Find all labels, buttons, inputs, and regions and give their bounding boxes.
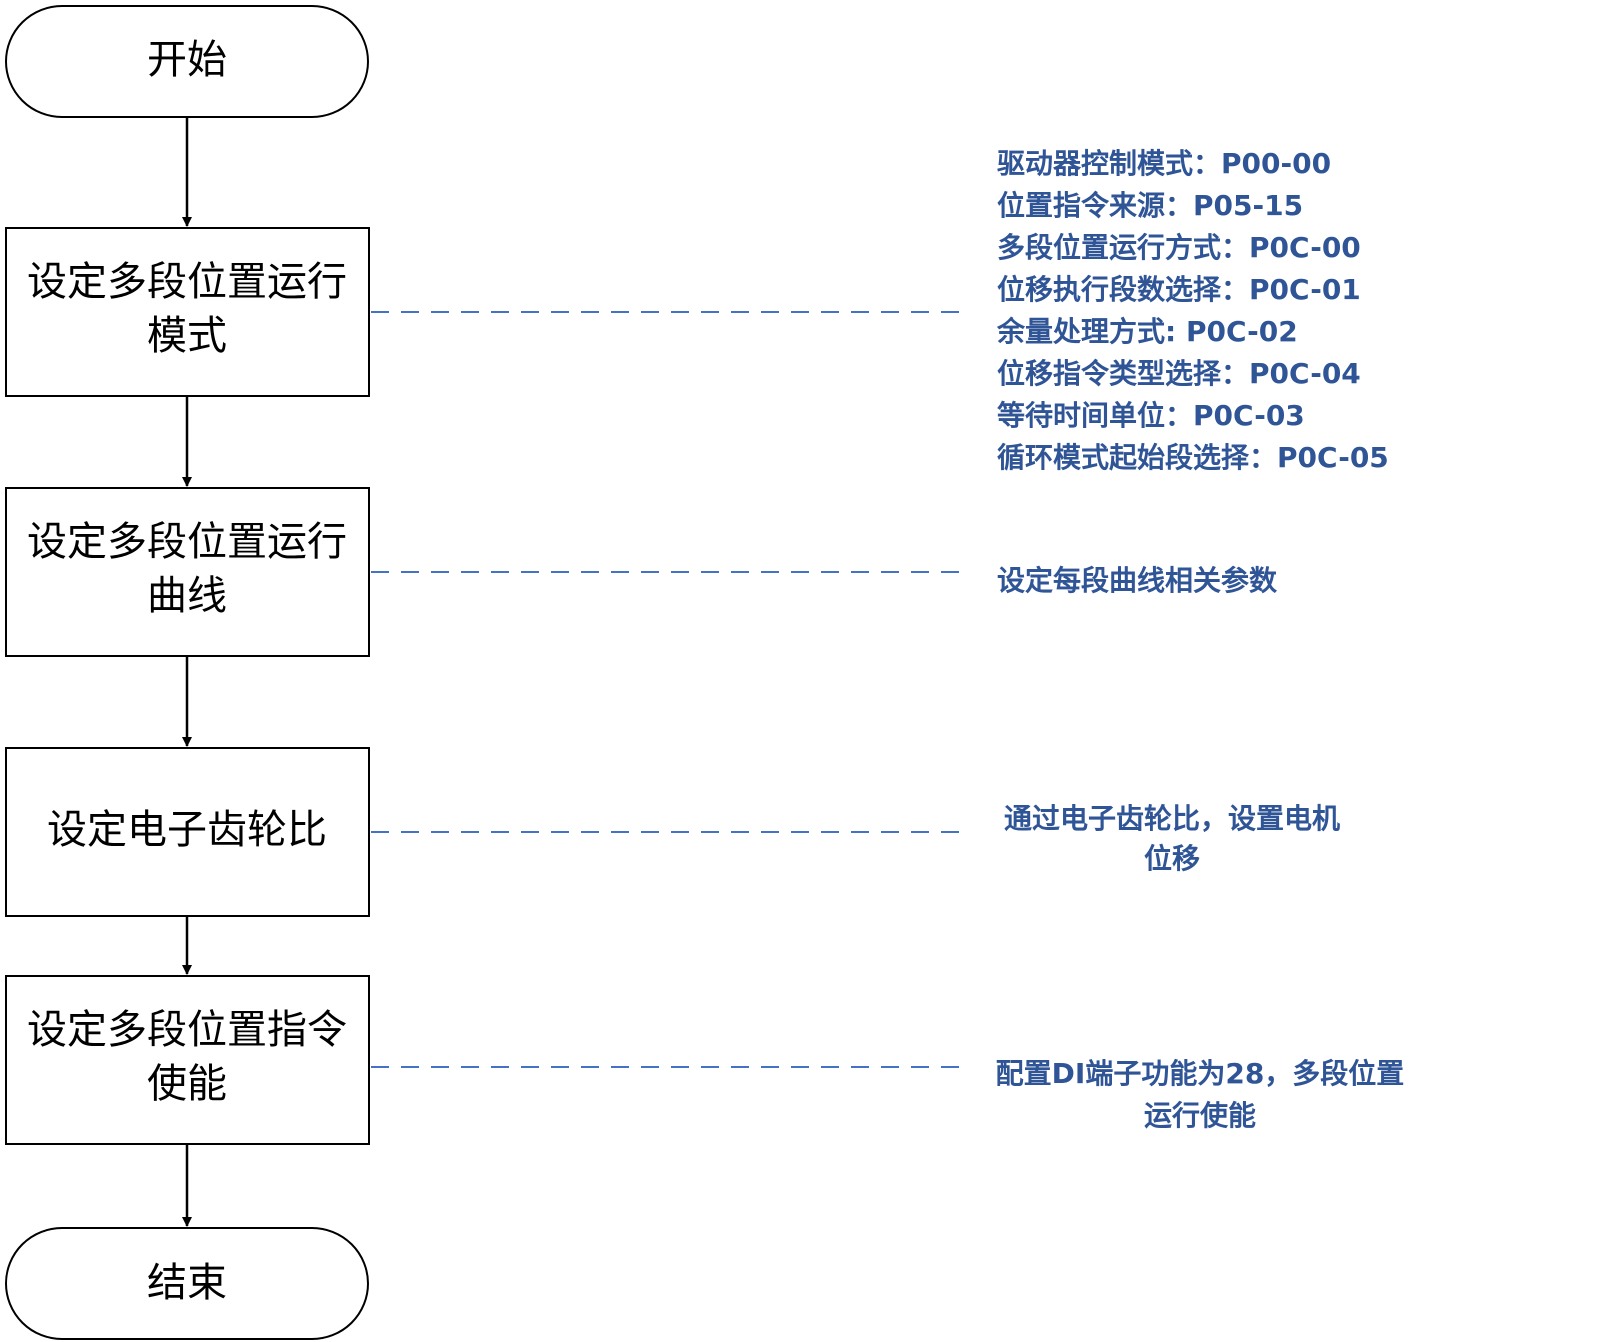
step1-label-line2: 模式 bbox=[147, 313, 227, 359]
step3-label: 设定电子齿轮比 bbox=[47, 807, 327, 853]
step1-note-line: 位移指令类型选择：P0C-04 bbox=[997, 357, 1361, 390]
step3-note-line1: 通过电子齿轮比，设置电机 bbox=[1004, 802, 1340, 835]
step1-node: 设定多段位置运行 模式 bbox=[5, 227, 370, 397]
step2-label-line1: 设定多段位置运行 bbox=[27, 519, 347, 565]
step1-node-shape bbox=[5, 227, 370, 397]
step3-node: 设定电子齿轮比 bbox=[5, 747, 370, 917]
step1-note-line: 余量处理方式: P0C-02 bbox=[996, 315, 1298, 348]
step1-note-line: 循环模式起始段选择：P0C-05 bbox=[997, 441, 1389, 474]
step1-note-line: 位移执行段数选择：P0C-01 bbox=[997, 273, 1361, 306]
step2-note: 设定每段曲线相关参数 bbox=[997, 564, 1278, 597]
end-node: 结束 bbox=[5, 1227, 369, 1340]
step3-note-line2: 位移 bbox=[1144, 842, 1200, 875]
start-node: 开始 bbox=[5, 5, 369, 118]
step4-label-line2: 使能 bbox=[147, 1061, 227, 1107]
step2-node: 设定多段位置运行 曲线 bbox=[5, 487, 370, 657]
step4-note: 配置DI端子功能为28，多段位置 运行使能 bbox=[996, 1057, 1405, 1132]
step1-note-line: 等待时间单位：P0C-03 bbox=[997, 399, 1305, 432]
step2-node-shape bbox=[5, 487, 370, 657]
end-node-label: 结束 bbox=[147, 1260, 227, 1306]
step4-note-line1: 配置DI端子功能为28，多段位置 bbox=[996, 1057, 1405, 1090]
step1-note: 驱动器控制模式：P00-00 位置指令来源：P05-15 多段位置运行方式：P0… bbox=[996, 147, 1389, 474]
step4-note-line2: 运行使能 bbox=[1144, 1099, 1256, 1132]
step1-note-line: 多段位置运行方式：P0C-00 bbox=[997, 231, 1361, 264]
step1-note-line: 驱动器控制模式：P00-00 bbox=[997, 147, 1331, 180]
step3-note: 通过电子齿轮比，设置电机 位移 bbox=[1004, 802, 1340, 875]
step4-node: 设定多段位置指令 使能 bbox=[5, 975, 370, 1145]
step4-node-shape bbox=[5, 975, 370, 1145]
step4-label-line1: 设定多段位置指令 bbox=[27, 1007, 347, 1053]
end-node-shape bbox=[5, 1227, 369, 1340]
step1-label-line1: 设定多段位置运行 bbox=[27, 259, 347, 305]
start-node-label: 开始 bbox=[147, 37, 227, 83]
step1-note-line: 位置指令来源：P05-15 bbox=[997, 189, 1303, 222]
step2-label-line2: 曲线 bbox=[147, 573, 227, 619]
